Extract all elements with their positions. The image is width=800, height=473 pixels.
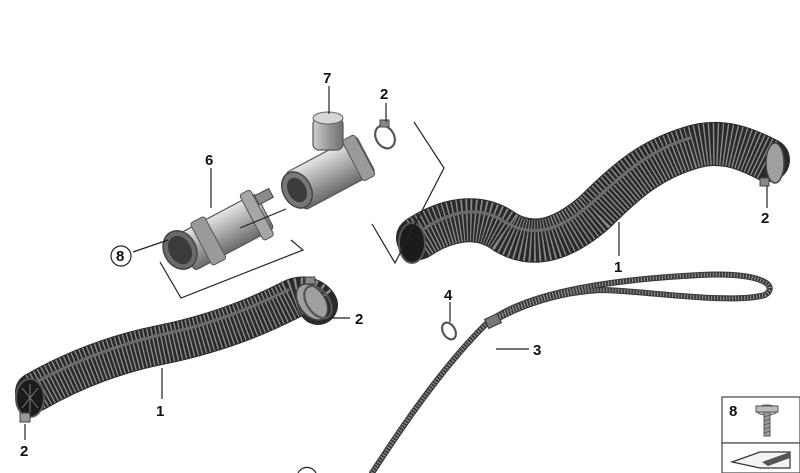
callout-1-upper: 1 xyxy=(614,259,622,276)
breather-line-connector xyxy=(483,312,503,330)
screw-icon xyxy=(755,404,779,437)
callout-8-box: 8 xyxy=(729,403,737,420)
hose-upper-right[interactable] xyxy=(396,121,790,264)
callout-1-lower: 1 xyxy=(156,403,164,420)
offscreen-marker xyxy=(297,466,317,473)
clamp-mid[interactable] xyxy=(299,281,338,323)
small-clamp[interactable] xyxy=(439,320,458,342)
clamp-mid-tab xyxy=(304,276,316,285)
clamp-lower-tab xyxy=(19,412,31,423)
callout-4: 4 xyxy=(444,287,453,304)
clamp-top[interactable] xyxy=(371,122,399,152)
bracket-adapter-hose xyxy=(159,239,305,299)
callout-7: 7 xyxy=(323,70,331,87)
callout-6: 6 xyxy=(205,152,213,169)
bracket-sensor-hose xyxy=(371,121,445,265)
hose-lower-left[interactable] xyxy=(15,276,338,423)
hose-upper-right-cuff xyxy=(765,142,785,184)
callout-2-right: 2 xyxy=(761,210,769,227)
callout-2-mid: 2 xyxy=(355,311,363,328)
air-mass-sensor[interactable] xyxy=(276,111,377,213)
leader-adapter-sensor xyxy=(239,208,287,229)
callout-8-circled: 8 xyxy=(116,248,124,265)
callout-2-top: 2 xyxy=(380,86,388,103)
hose-upper-right-open-end xyxy=(398,222,426,264)
callout-2-bottom: 2 xyxy=(20,443,28,460)
arrow-icon xyxy=(729,451,791,469)
callout-3: 3 xyxy=(533,342,541,359)
sensor-adapter[interactable] xyxy=(156,181,289,276)
leader-8 xyxy=(132,239,169,253)
clamp-right-tab xyxy=(759,177,770,187)
legend-box-screw: 8 xyxy=(721,396,800,473)
callout-8-circle xyxy=(110,245,132,267)
breather-line[interactable] xyxy=(369,271,773,473)
clamp-top-tab xyxy=(379,119,390,128)
